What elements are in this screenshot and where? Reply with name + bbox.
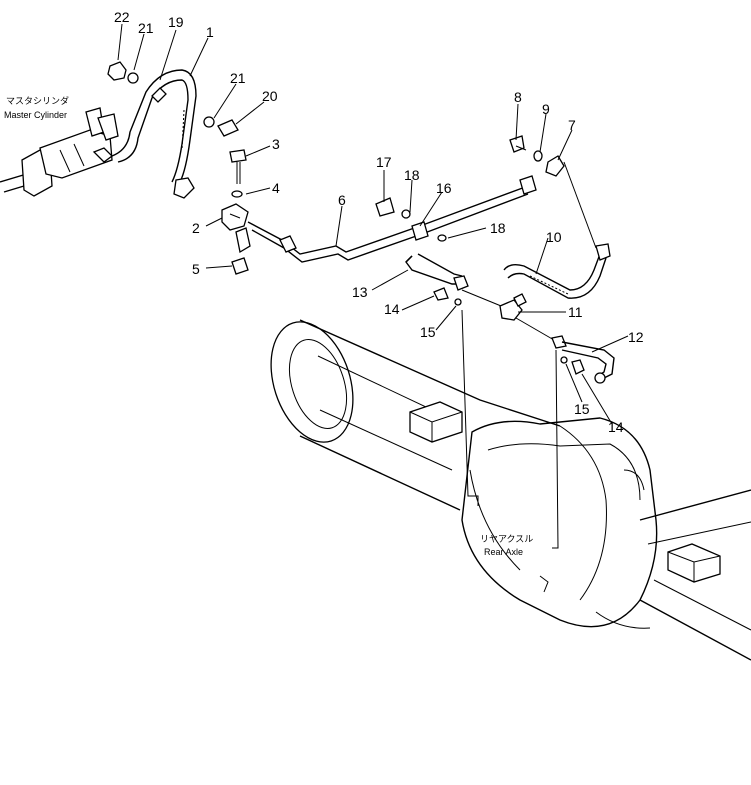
- part-label-2: 2: [192, 220, 200, 236]
- pipes-12-13-tee-11: [405, 253, 615, 384]
- axle-connection-lines: リヤアクスル Rear Axle: [461, 309, 559, 557]
- part-number-labels: 22 21 19 1 21 20 3 4 2 5 6 17 18 16 18 8…: [114, 9, 644, 435]
- part-label-10: 10: [546, 229, 562, 245]
- master-cylinder-label-en: Master Cylinder: [4, 110, 67, 120]
- part-label-19: 19: [168, 14, 184, 30]
- part-label-14b: 14: [608, 419, 624, 435]
- hose-10: [503, 243, 611, 299]
- part-label-21b: 21: [230, 70, 246, 86]
- part-label-14: 14: [384, 301, 400, 317]
- part-label-21: 21: [138, 20, 154, 36]
- part-label-3: 3: [272, 136, 280, 152]
- center-fittings: [375, 197, 447, 242]
- leader-lines: [117, 23, 629, 425]
- master-cylinder: マスタシリンダ Master Cylinder: [0, 95, 119, 197]
- part-label-15: 15: [420, 324, 436, 340]
- part-label-5: 5: [192, 261, 200, 277]
- part-label-15b: 15: [574, 401, 590, 417]
- part-label-8: 8: [514, 89, 522, 105]
- part-label-12: 12: [628, 329, 644, 345]
- part-label-18b: 18: [490, 220, 506, 236]
- bolts-washers: [107, 61, 247, 198]
- part-label-20: 20: [262, 88, 278, 104]
- rear-axle-label-jp: リヤアクスル: [480, 534, 533, 544]
- part-label-17: 17: [376, 154, 392, 170]
- part-label-6: 6: [338, 192, 346, 208]
- part-label-4: 4: [272, 180, 280, 196]
- part-label-9: 9: [542, 101, 550, 117]
- part-label-18: 18: [404, 167, 420, 183]
- part-label-1: 1: [206, 24, 214, 40]
- tee-and-pipe-6: [221, 175, 537, 275]
- upper-right-fittings: [509, 135, 597, 249]
- part-label-22: 22: [114, 9, 130, 25]
- part-label-7: 7: [568, 117, 576, 133]
- rear-axle-label-en: Rear Axle: [484, 547, 523, 557]
- master-cylinder-label-jp: マスタシリンダ: [6, 95, 69, 106]
- hose-assembly: [111, 69, 197, 199]
- rear-axle-housing: [270, 319, 751, 661]
- part-label-11: 11: [568, 304, 583, 320]
- part-label-13: 13: [352, 284, 368, 300]
- part-label-16: 16: [436, 180, 452, 196]
